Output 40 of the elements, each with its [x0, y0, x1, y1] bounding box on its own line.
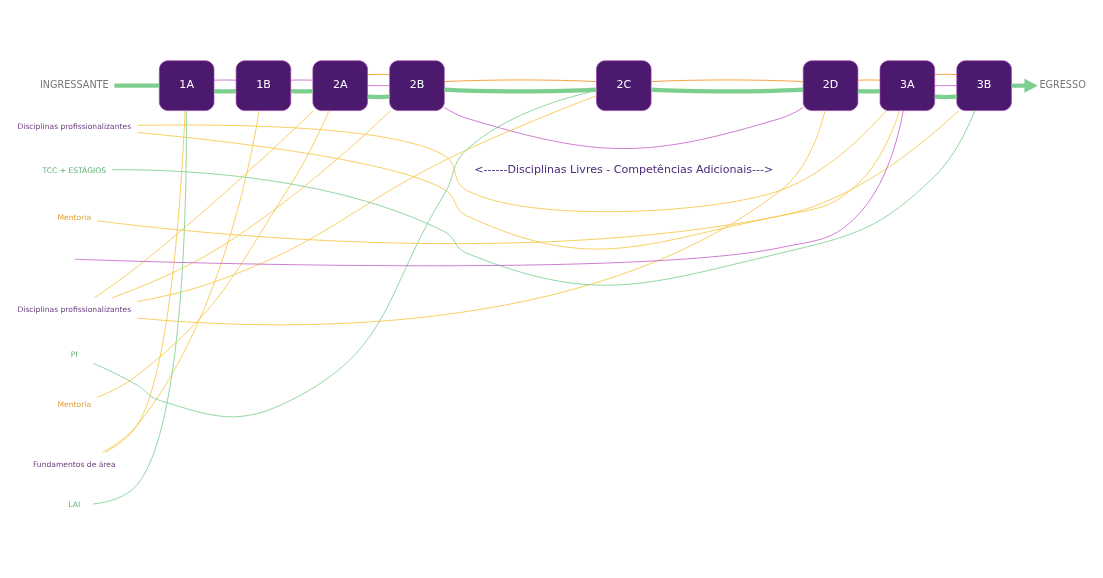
connector [213, 79, 237, 81]
connector [443, 79, 597, 83]
connector [111, 110, 392, 299]
connector [651, 87, 804, 94]
connector [934, 94, 957, 100]
connector [92, 110, 187, 505]
connector [93, 110, 314, 299]
connector [444, 87, 597, 94]
connector [290, 89, 313, 94]
connector [105, 110, 186, 453]
connector [650, 79, 804, 83]
connector [367, 94, 390, 100]
connector [111, 110, 976, 286]
node-box: 2D [802, 60, 859, 111]
connector [92, 90, 597, 418]
node-text: INGRESSANTE [39, 79, 109, 91]
node-text: EGRESSO [1039, 79, 1086, 91]
connector [367, 85, 390, 87]
connector [136, 110, 887, 212]
connector [114, 83, 160, 88]
connector [96, 110, 330, 398]
node-box: 2B [389, 60, 445, 111]
connector [934, 85, 958, 87]
connector [214, 89, 237, 94]
connector [102, 110, 260, 453]
node-box: 3B [956, 60, 1012, 111]
connector [858, 89, 880, 94]
connector [137, 110, 826, 326]
node-box: 3A [879, 60, 935, 111]
node-box: 2A [312, 60, 368, 111]
connector [74, 110, 904, 267]
node-box: 1A [159, 60, 215, 111]
node-box: 2C [596, 60, 652, 111]
connector [934, 73, 958, 76]
connector [136, 95, 597, 302]
label: <------Disciplinas Livres - Competências Adicionais---> [474, 162, 774, 176]
connector [443, 107, 804, 149]
connector [290, 79, 314, 81]
node-box: 1B [235, 60, 292, 111]
connector [367, 73, 390, 76]
